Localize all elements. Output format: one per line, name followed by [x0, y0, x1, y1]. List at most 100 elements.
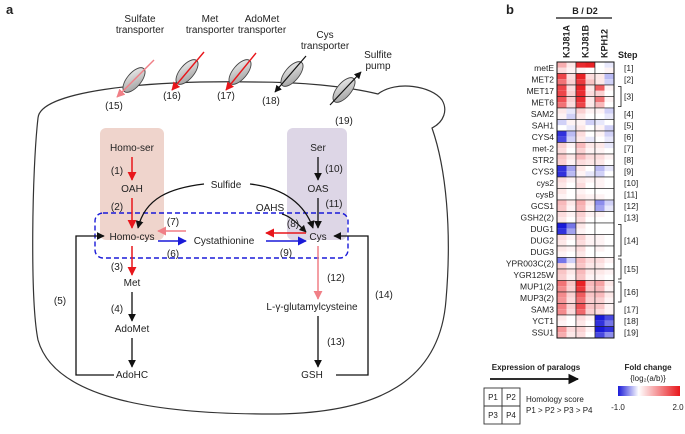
heatmap-cell: [566, 85, 576, 91]
step-bracket-label: [10]: [624, 178, 638, 188]
heatmap-cell: [604, 79, 614, 85]
gene-label: GCS1: [531, 201, 554, 211]
gene-label: metE: [534, 63, 554, 73]
heatmap-cell: [576, 67, 586, 74]
gene-label: SSU1: [532, 328, 554, 338]
heatmap-cell: [595, 240, 605, 246]
heatmap-cell: [566, 125, 576, 131]
homology-label-2: P1 > P2 > P3 > P4: [526, 406, 593, 415]
heatmap-cell: [566, 182, 576, 189]
gene-label: met-2: [532, 144, 554, 154]
heatmap-cell: [557, 280, 567, 287]
heatmap-cell: [604, 102, 614, 108]
heatmap-cell: [604, 108, 614, 114]
paralog-p2: P2: [506, 393, 516, 402]
heatmap-cell: [566, 292, 576, 298]
heatmap-cell: [595, 177, 605, 183]
heatmap-cell: [595, 142, 605, 149]
heatmap-cell: [576, 79, 586, 85]
heatmap-cell: [595, 194, 605, 200]
heatmap-cell: [566, 102, 576, 108]
heatmap-cell: [557, 309, 567, 315]
heatmap-cell: [576, 251, 586, 258]
sulfite-pump-arrow: [329, 71, 362, 106]
step-bracket-label: [9]: [624, 166, 633, 176]
step-12: (12): [327, 273, 345, 284]
heatmap-cell: [576, 182, 586, 189]
heatmap-cell: [576, 96, 586, 103]
heatmap-cell: [557, 315, 567, 321]
heatmap-cell: [604, 269, 614, 275]
gene-label: SAH1: [532, 121, 554, 131]
heatmap-cell: [585, 309, 595, 315]
homoser-box: [100, 128, 164, 240]
oas-label: OAS: [307, 184, 328, 195]
heatmap-cell: [566, 211, 576, 218]
heatmap-cell: [557, 131, 567, 137]
step-bracket: [618, 224, 622, 257]
heatmap-cell: [585, 280, 595, 287]
heatmap-cell: [595, 200, 605, 206]
heatmap-cell: [595, 165, 605, 172]
heatmap-cell: [595, 113, 605, 120]
heatmap-cell: [585, 194, 595, 200]
sulfate-transporter-label-1: Sulfate: [124, 14, 156, 25]
transporters: [122, 59, 356, 103]
heatmap-cell: [576, 286, 586, 292]
heatmap-cell: [566, 223, 576, 229]
heatmap-cell: [566, 90, 576, 97]
heatmap-cell: [595, 211, 605, 218]
step-bracket-label: [16]: [624, 287, 638, 297]
gene-label: cys2: [537, 178, 555, 188]
heatmap-cell: [566, 303, 576, 310]
heatmap-cell: [557, 148, 567, 154]
heatmap-cell: [566, 136, 576, 143]
heatmap-cell: [557, 102, 567, 108]
heatmap-cell: [604, 119, 614, 126]
heatmap-cell: [576, 240, 586, 246]
heatmap-cell: [585, 119, 595, 126]
heatmap-cell: [566, 96, 576, 103]
heatmap-cell: [566, 286, 576, 292]
heatmap-cell: [595, 315, 605, 321]
step-bracket-label: [1]: [624, 63, 633, 73]
step-bracket: [618, 86, 622, 107]
gene-label: STR2: [532, 155, 554, 165]
heatmap-cell: [566, 228, 576, 235]
step-bracket-label: [19]: [624, 327, 638, 337]
heatmap-cell: [585, 211, 595, 218]
heatmap-cell: [604, 303, 614, 310]
heatmap-cell: [576, 125, 586, 131]
heatmap-cell: [566, 154, 576, 160]
gene-label: SAM2: [531, 109, 554, 119]
fold-max-label: 2.0: [672, 403, 684, 412]
arrow-adohc-homocys: [75, 232, 114, 376]
heatmap: metEMET2MET17MET6SAM2SAH1CYS4met-2STR2CY…: [506, 61, 638, 339]
heatmap-cell: [557, 303, 567, 310]
heatmap-cell: [595, 62, 605, 68]
heatmap-cell: [576, 131, 586, 137]
heatmap-cell: [595, 125, 605, 131]
heatmap-cell: [557, 177, 567, 183]
heatmap-cell: [585, 326, 595, 333]
heatmap-cell: [585, 62, 595, 68]
gene-label: cysB: [536, 190, 555, 200]
heatmap-cell: [604, 217, 614, 223]
heatmap-cell: [585, 269, 595, 275]
heatmap-cell: [585, 217, 595, 223]
heatmap-cell: [566, 108, 576, 114]
heatmap-cell: [566, 194, 576, 200]
heatmap-cell: [604, 332, 614, 338]
heatmap-cell: [557, 142, 567, 149]
heatmap-cell: [576, 177, 586, 183]
heatmap-cell: [595, 217, 605, 223]
heatmap-cell: [557, 228, 567, 235]
heatmap-cell: [557, 125, 567, 131]
heatmap-cell: [576, 223, 586, 229]
heatmap-cell: [566, 67, 576, 74]
homoser-label: Homo-ser: [110, 143, 155, 154]
heatmap-cell: [604, 205, 614, 212]
cys-transporter-label-2: transporter: [301, 41, 350, 52]
heatmap-cell: [557, 257, 567, 264]
